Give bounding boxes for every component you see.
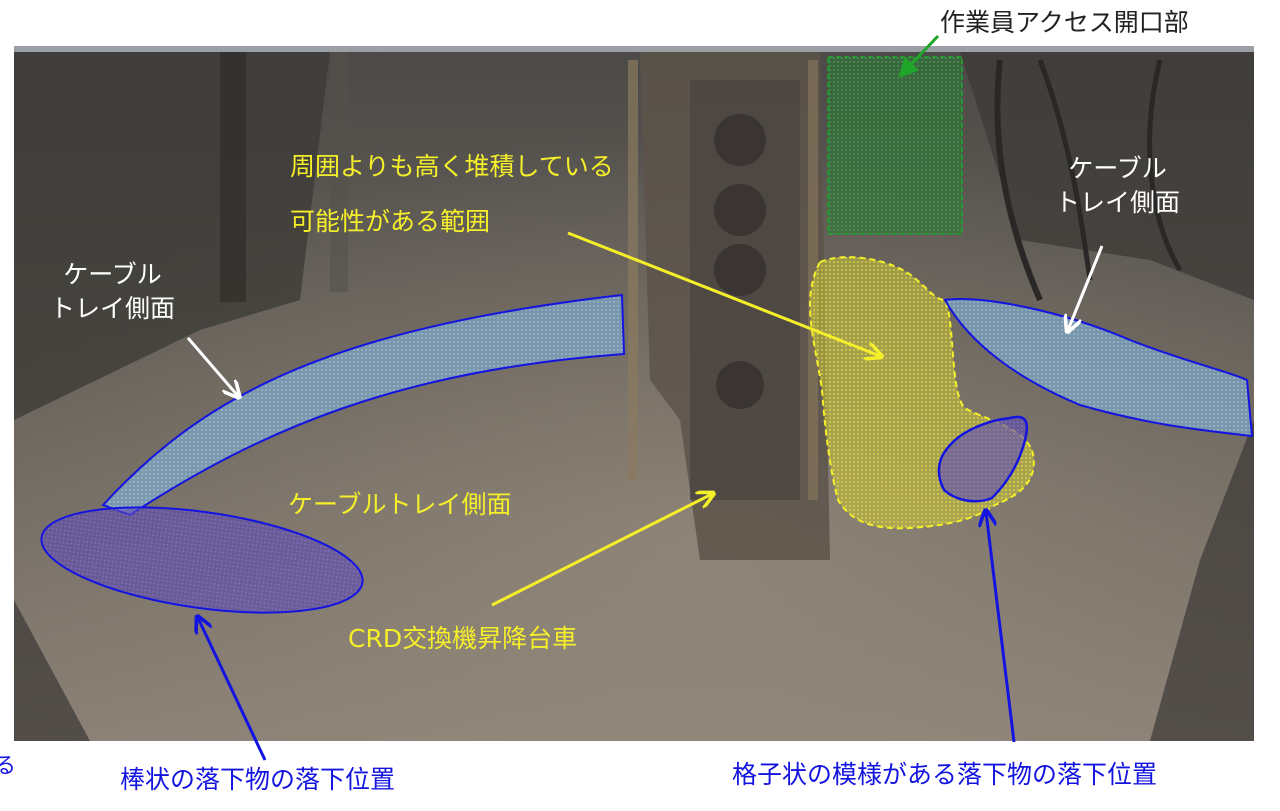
cable-tray-left-label-line1: ケーブル <box>63 260 162 289</box>
cable-tray-right-label: ケーブル トレイ側面 <box>1055 152 1180 220</box>
cable-tray-right-arrow <box>1068 245 1104 330</box>
high-deposit-label-line2: 可能性がある範囲 <box>290 207 491 236</box>
cable-tray-center-label: ケーブルトレイ側面 <box>288 490 512 519</box>
cut-off-left-label: る <box>0 754 17 779</box>
cable-tray-left-label-line2: トレイ側面 <box>50 293 176 323</box>
photo-background <box>14 46 1254 741</box>
grid-object-arrow <box>986 512 1016 743</box>
crd-cart-label: CRD交換機昇降台車 <box>348 624 578 653</box>
cable-tray-right-region <box>943 298 1254 438</box>
cable-tray-left-arrow <box>186 337 238 396</box>
high-deposit-arrow <box>567 231 880 356</box>
cable-tray-right-label-line1: ケーブル <box>1068 154 1167 183</box>
high-deposit-label-line1: 周囲よりも高く堆積している <box>290 152 614 181</box>
access-opening-arrow <box>902 34 940 74</box>
rod-object-arrow <box>198 618 267 761</box>
rod-object-region <box>40 506 364 614</box>
cable-tray-left-label: ケーブル トレイ側面 <box>50 258 175 326</box>
grid-fall-position-label: 格子状の模様がある落下物の落下位置 <box>732 760 1158 789</box>
grid-object-region <box>937 415 1029 503</box>
cable-tray-left-region <box>101 293 626 517</box>
rod-fall-position-label: 棒状の落下物の落下位置 <box>120 765 396 794</box>
access-opening-region <box>827 56 963 235</box>
worker-access-opening-label: 作業員アクセス開口部 <box>940 8 1189 37</box>
cable-tray-right-label-line2: トレイ側面 <box>1055 187 1181 217</box>
crd-cart-arrow <box>491 494 712 607</box>
